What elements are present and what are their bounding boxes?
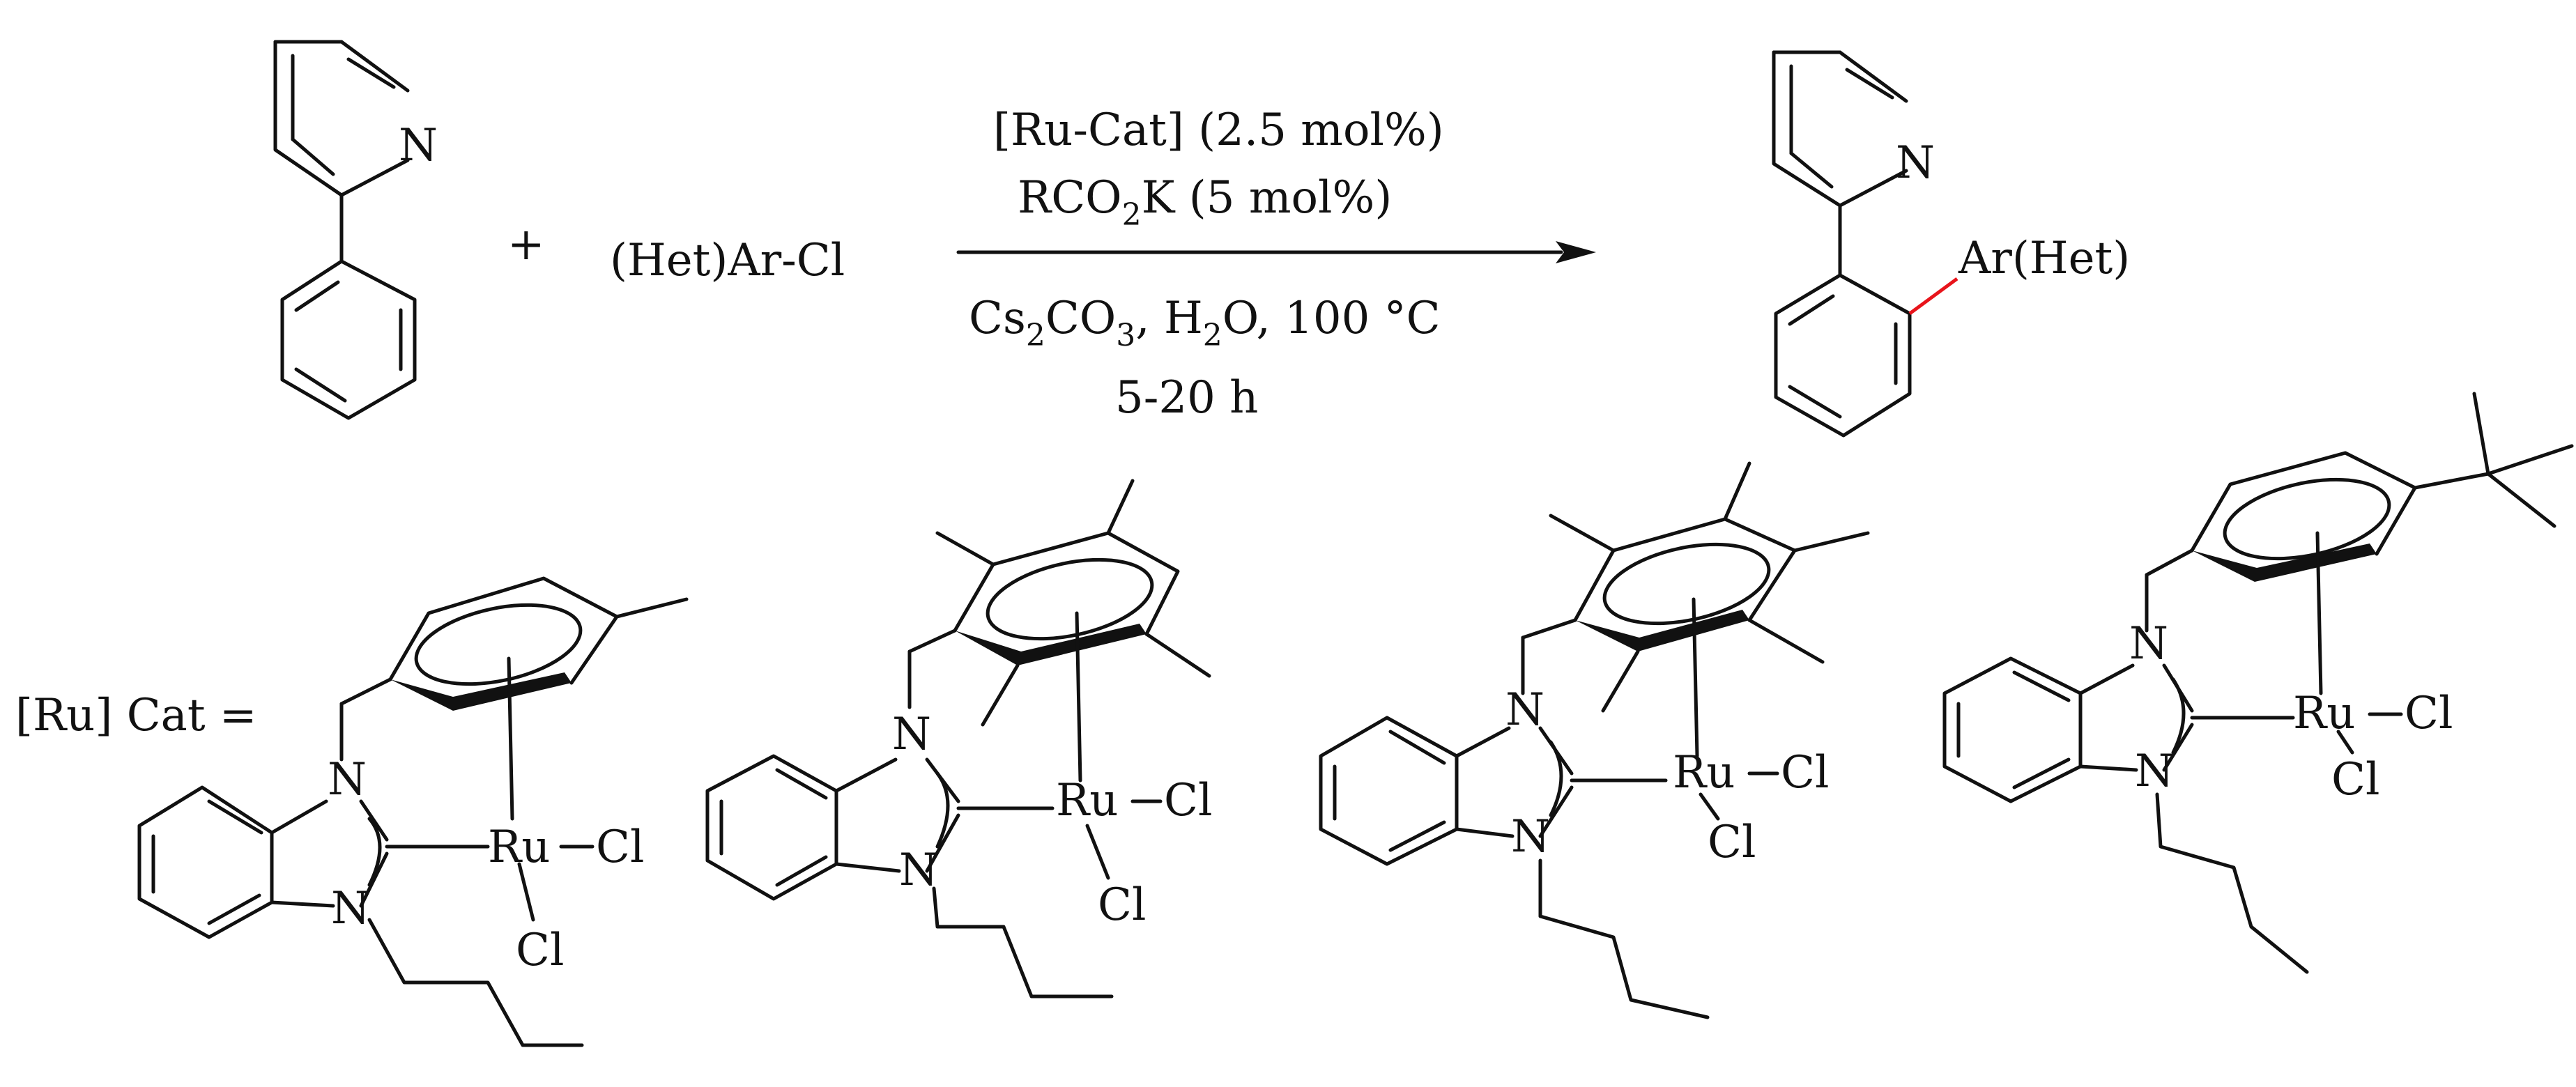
nhc-nitrogen-upper: N xyxy=(2129,618,2168,670)
nhc-nitrogen-upper: N xyxy=(328,754,367,805)
chloride-ligand-b: Cl xyxy=(1098,879,1146,931)
ruthenium-center: Ru xyxy=(2293,688,2355,739)
nhc-nitrogen-upper: N xyxy=(1505,684,1544,736)
chloride-ligand-a: Cl xyxy=(596,822,644,873)
starting-material-2-phenylpyridine: N xyxy=(273,40,438,420)
carboxylate-additive-text: RCO2K (5 mol%) xyxy=(1018,172,1392,233)
new-c-c-bond xyxy=(1908,277,1958,316)
reaction-arrow xyxy=(956,241,1596,263)
product-ortho-arylated: N Ar(Het) xyxy=(1772,50,2130,438)
nhc-nitrogen-lower: N xyxy=(1511,811,1550,863)
aryl-chloride-reagent: (Het)Ar-Cl xyxy=(610,235,845,286)
base-solvent-temperature-text: Cs2CO3, H2O, 100 °C xyxy=(969,293,1441,353)
catalyst-3-pentamethylbenzyl: N N Ru Cl Cl xyxy=(1319,461,1870,1019)
product-pyridine-nitrogen: N xyxy=(1896,137,1935,189)
ruthenium-center: Ru xyxy=(488,822,550,873)
chloride-ligand-a: Cl xyxy=(1781,747,1829,799)
chloride-ligand-a: Cl xyxy=(1164,775,1212,826)
pyridine-nitrogen: N xyxy=(399,120,438,171)
catalyst-loading-text: [Ru-Cat] (2.5 mol%) xyxy=(993,105,1444,156)
nhc-nitrogen-upper: N xyxy=(892,709,931,760)
chloride-ligand-b: Cl xyxy=(2331,754,2379,805)
plus-sign: + xyxy=(507,219,545,270)
product-aryl-substituent: Ar(Het) xyxy=(1958,233,2130,284)
chloride-ligand-b: Cl xyxy=(516,925,564,976)
ruthenium-center: Ru xyxy=(1056,775,1118,826)
chloride-ligand-a: Cl xyxy=(2405,688,2453,739)
catalyst-4-tert-butylbenzyl: N N Ru Cl Cl xyxy=(1942,392,2574,974)
nhc-nitrogen-lower: N xyxy=(899,845,938,896)
catalyst-1-methylbenzyl: N N Ru Cl Cl xyxy=(137,576,689,1047)
catalyst-definition-label: [Ru] Cat = xyxy=(15,690,257,741)
catalyst-2-trimethylbenzyl: N N Ru Cl Cl xyxy=(705,479,1212,999)
ruthenium-center: Ru xyxy=(1673,747,1735,799)
chloride-ligand-b: Cl xyxy=(1708,817,1756,868)
reaction-time-text: 5-20 h xyxy=(1115,372,1258,424)
nhc-nitrogen-lower: N xyxy=(331,883,370,934)
nhc-nitrogen-lower: N xyxy=(2135,746,2174,797)
